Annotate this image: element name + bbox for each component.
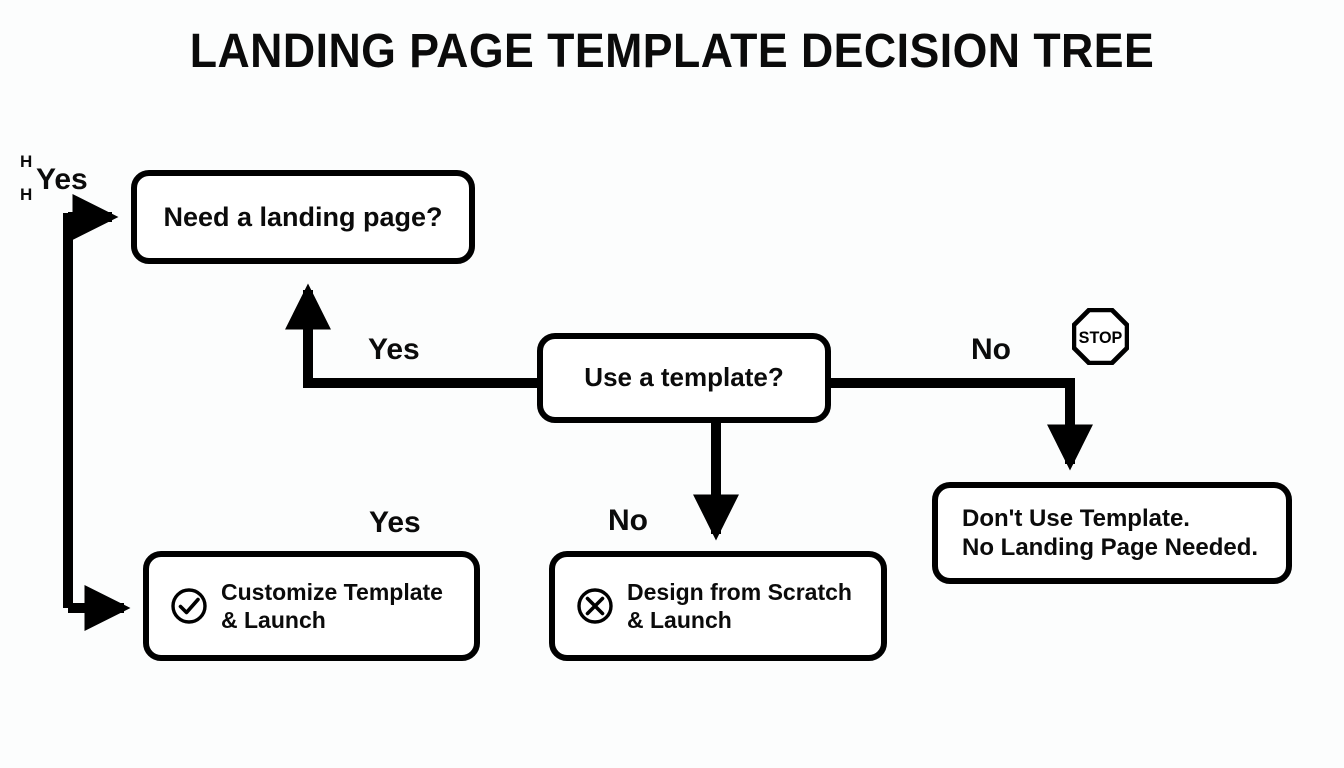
- edge-label-yes-top: Yes: [36, 163, 88, 196]
- edge-use-template-no-right: [831, 378, 1093, 471]
- node-use-a-template[interactable]: Use a template?: [537, 333, 831, 423]
- stop-sign-label: STOP: [1079, 329, 1123, 347]
- node-design-from-scratch[interactable]: Design from Scratch & Launch: [549, 551, 887, 661]
- node-need-landing-page[interactable]: Need a landing page?: [131, 170, 475, 264]
- node-customize-template[interactable]: Customize Template & Launch: [143, 551, 480, 661]
- x-circle-icon: [577, 588, 613, 624]
- node-dont-use-template-label: Don't Use Template. No Landing Page Need…: [962, 504, 1259, 561]
- stop-sign-icon: STOP: [1072, 308, 1129, 365]
- node-customize-template-label: Customize Template & Launch: [221, 578, 443, 633]
- node-use-a-template-label: Use a template?: [584, 362, 784, 393]
- node-dont-use-template[interactable]: Don't Use Template. No Landing Page Need…: [932, 482, 1292, 584]
- stray-mark-h-lower: H: [20, 185, 33, 204]
- node-design-from-scratch-label: Design from Scratch & Launch: [627, 578, 852, 633]
- check-circle-icon: [171, 588, 207, 624]
- edge-label-yes-middle: Yes: [368, 333, 420, 366]
- stray-mark-h-upper: H: [20, 152, 33, 171]
- edge-use-template-yes: [285, 283, 537, 388]
- edge-label-no-lower: No: [608, 504, 648, 537]
- edge-label-yes-lower: Yes: [369, 506, 421, 539]
- node-need-landing-page-label: Need a landing page?: [163, 201, 443, 232]
- edge-label-no-right: No: [971, 333, 1011, 366]
- page-title: LANDING PAGE TEMPLATE DECISION TREE: [189, 25, 1155, 78]
